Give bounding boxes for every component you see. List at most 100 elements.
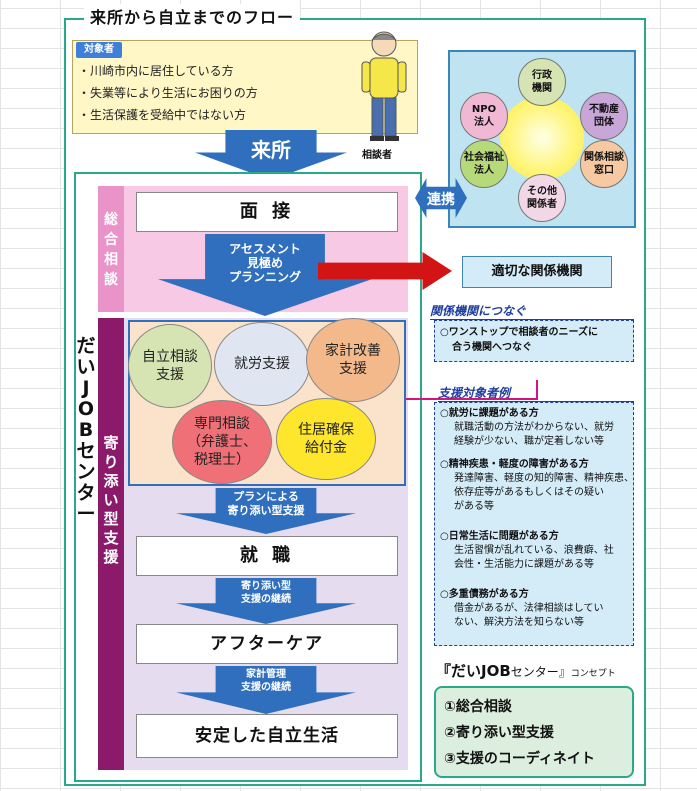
- band-yorisoi-char: 援: [103, 548, 119, 566]
- circle-jukyo-l1: 住居確保: [298, 422, 354, 438]
- case-3-line-1: 生活習慣が乱れている、浪費癖、社: [454, 545, 614, 556]
- node-sonota-l1: その他: [527, 186, 557, 197]
- band-yorisoi-char: 寄: [103, 434, 119, 452]
- circle-jukyo-l2: 給付金: [305, 440, 347, 456]
- circle-jukyo: 住居確保給付金: [276, 398, 376, 480]
- tsunagu-box: [434, 320, 634, 362]
- center-name-char: ー: [76, 503, 96, 525]
- tsunagu-line-1: ○ワンストップで相談者のニーズに: [440, 327, 599, 338]
- node-gyosei-l2: 機関: [532, 83, 552, 94]
- target-item-2: ・失業等により生活にお困りの方: [78, 86, 258, 100]
- node-npo-l1: NPO: [471, 104, 497, 115]
- node-kankei-sodan-l2: 窓口: [594, 165, 614, 176]
- target-item-3: ・生活保護を受給中ではない方: [78, 108, 247, 122]
- node-sonota-l2: 関係者: [527, 199, 557, 210]
- center-name-char: セ: [76, 440, 96, 462]
- case-1-title: ○就労に課題がある方: [440, 408, 539, 419]
- assessment-line-1: アセスメント: [229, 242, 301, 256]
- circle-senmon-l3: 税理士）: [194, 452, 250, 468]
- node-kankei-sodan: 関係相談窓口: [580, 140, 628, 188]
- concept-item-3: ③支援のコーディネイト: [444, 751, 595, 767]
- center-name-char: だ: [76, 335, 96, 357]
- yorisoi-keizoku-line-1: 寄り添い型: [241, 581, 291, 592]
- node-gyosei-l1: 行政: [532, 70, 552, 81]
- stage-mensetsu: 面 接: [136, 192, 398, 232]
- kakei-label: 家計管理 支援の継続: [176, 668, 356, 694]
- stage-aftercare: アフターケア: [136, 624, 398, 664]
- node-sonota: その他関係者: [518, 174, 566, 222]
- band-yorisoi: 寄り添い型支援: [98, 318, 124, 770]
- network-center-glow: [500, 96, 584, 180]
- renkei-label: 連携: [427, 192, 455, 208]
- concept-head-mid: センター』: [510, 665, 571, 679]
- center-name-char: ン: [76, 461, 96, 483]
- assessment-line-3: プランニング: [228, 270, 301, 284]
- band-sogo-char: 相: [104, 252, 118, 268]
- center-name-char: B: [78, 419, 94, 441]
- case-1-line-1: 就職活動の方法がわからない、就労: [454, 422, 614, 433]
- concept-head-small: コンセプト: [570, 669, 616, 679]
- yorisoi-keizoku-line-2: 支援の継続: [241, 594, 291, 605]
- cases-heading: 支援対象者例: [438, 384, 634, 402]
- raisho-label: 来所: [251, 138, 291, 162]
- band-yorisoi-char: い: [103, 491, 119, 509]
- node-kankei-sodan-l1: 関係相談: [584, 152, 624, 163]
- case-2-title: ○精神疾患・軽度の障害がある方: [440, 459, 589, 470]
- circle-kakei: 家計改善支援: [306, 318, 400, 402]
- case-4-line-1: 借金があるが、法律相談はしてい: [454, 603, 604, 614]
- target-label: 対象者: [76, 42, 122, 58]
- circle-jiritsu-l2: 支援: [156, 367, 184, 383]
- node-fudosan-l1: 不動産: [589, 104, 619, 115]
- circle-jiritsu: 自立相談支援: [128, 324, 212, 408]
- page-title: 来所から自立までのフロー: [84, 4, 301, 28]
- node-shakai-l2: 法人: [474, 165, 494, 176]
- yorisoi-keizoku-label: 寄り添い型 支援の継続: [176, 580, 356, 606]
- circle-senmon-l1: 専門相談: [194, 416, 250, 432]
- kakei-line-1: 家計管理: [246, 669, 286, 680]
- band-sogo-sodan: 総合相談: [98, 186, 124, 312]
- circle-shuro-l1: 就労支援: [234, 356, 290, 372]
- node-fudosan: 不動産団体: [580, 92, 628, 140]
- stage-antei: 安定した自立生活: [136, 714, 398, 758]
- center-name-char: い: [76, 356, 96, 378]
- circle-senmon: 専門相談 （弁護士、税理士）: [172, 400, 272, 484]
- circle-jiritsu-l1: 自立相談: [142, 349, 198, 365]
- node-fudosan-l2: 団体: [594, 117, 614, 128]
- plan-label: プランによる 寄り添い型支援: [176, 490, 356, 518]
- person-label: 相談者: [362, 150, 392, 161]
- case-4-title: ○多重債務がある方: [440, 589, 529, 600]
- case-2-line-3: がある等: [454, 501, 494, 512]
- case-3-title: ○日常生活に問題がある方: [440, 531, 559, 542]
- target-item-1: ・川崎市内に居住している方: [78, 64, 234, 78]
- node-gyosei: 行政機関: [518, 58, 566, 106]
- circle-senmon-l2: （弁護士、: [187, 434, 257, 450]
- assessment-label: アセスメント 見極め プランニング: [158, 242, 372, 284]
- band-sogo-char: 談: [104, 272, 118, 288]
- concept-heading: 『だいJOBセンター』コンセプト: [436, 660, 616, 681]
- band-sogo-char: 総: [104, 212, 118, 228]
- plan-line-1: プランによる: [233, 490, 299, 503]
- band-yorisoi-char: 型: [103, 510, 119, 528]
- concept-box: [434, 686, 634, 778]
- concept-item-1: ①総合相談: [444, 699, 512, 715]
- node-npo-l2: 法人: [473, 117, 494, 128]
- band-sogo-char: 合: [104, 232, 118, 248]
- stage-shushoku: 就 職: [136, 536, 398, 576]
- circle-shuro: 就労支援: [214, 322, 310, 406]
- band-yorisoi-char: 添: [103, 472, 119, 490]
- case-4-line-2: ない、解決方法を知らない等: [454, 617, 584, 628]
- circle-kakei-l1: 家計改善: [325, 343, 381, 359]
- center-name-char: J: [82, 377, 90, 399]
- kakei-line-2: 支援の継続: [241, 682, 291, 693]
- assessment-line-2: 見極め: [246, 256, 283, 270]
- node-shakai-l1: 社会福祉: [464, 152, 504, 163]
- center-name-char: O: [77, 398, 95, 420]
- node-npo: NPO 法人: [460, 92, 508, 140]
- center-name-char: タ: [76, 482, 96, 504]
- appropriate-agency-box: 適切な関係機関: [462, 256, 612, 288]
- band-yorisoi-char: 支: [103, 529, 119, 547]
- connector-line-h: [406, 398, 538, 400]
- case-2-line-1: 発達障害、軽度の知的障害、精神疾患、: [454, 473, 634, 484]
- person-icon: [361, 31, 407, 141]
